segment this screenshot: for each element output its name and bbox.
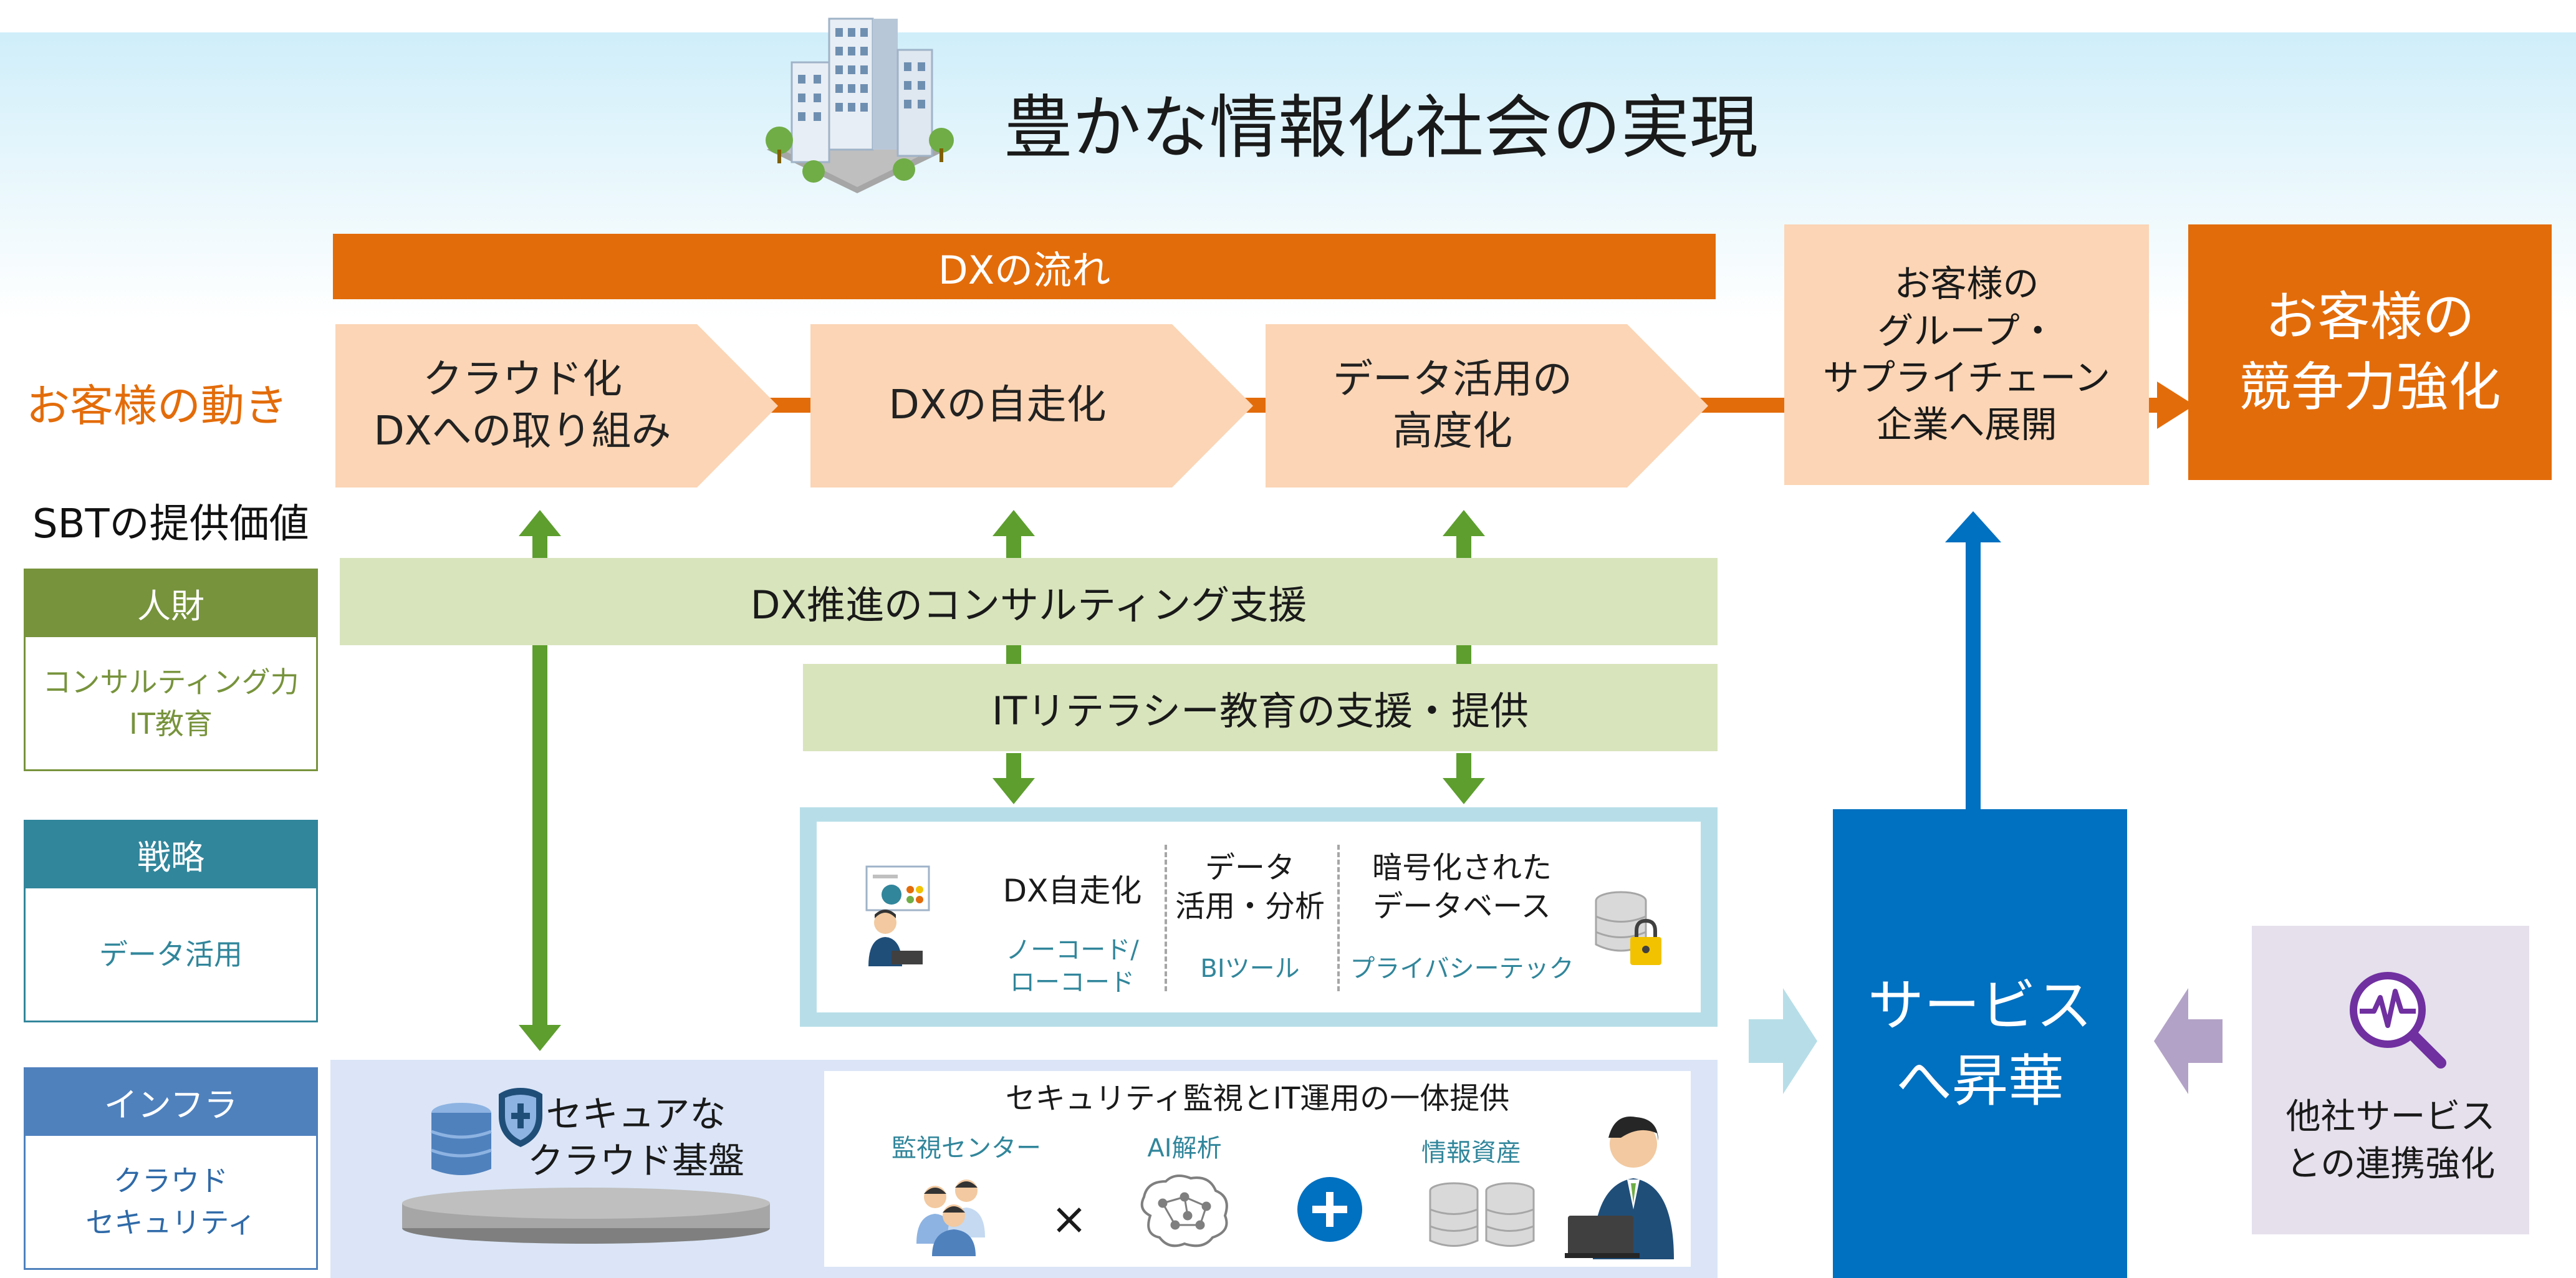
step-cloud-line1: クラウド化 <box>423 356 622 403</box>
divider <box>1337 845 1340 991</box>
tool-data-sub: BIツール <box>1200 954 1300 983</box>
tool-db-title: 暗号化された データベース <box>1343 847 1580 928</box>
step-self-driving-line1: DXの自走化 <box>888 382 1107 429</box>
blue-up-arrow <box>1945 511 2001 810</box>
group-line4: 企業へ展開 <box>1876 403 2057 446</box>
secure-cloud-label: セキュアな クラウド基盤 <box>511 1088 761 1188</box>
group-line1: お客様の <box>1894 262 2039 305</box>
data-assets-icon <box>1429 1182 1535 1247</box>
step-cloud: クラウド化 DXへの取り組み <box>335 324 709 488</box>
monitor-label: 監視センター <box>892 1134 1041 1163</box>
step-self-driving: DXの自走化 <box>810 324 1185 488</box>
cloud-line2: クラウド基盤 <box>527 1140 744 1182</box>
analysis-magnifier-icon <box>2350 972 2446 1069</box>
infra-line1: クラウド <box>113 1164 228 1198</box>
category-strategy-body: データ活用 <box>24 888 318 1022</box>
strategy-line1: データ活用 <box>99 937 243 971</box>
encrypted-database-icon <box>1595 891 1661 965</box>
talent-line1: コンサルティング力 <box>42 665 299 699</box>
step-chevron-shape <box>810 324 1253 488</box>
cloud-line1: セキュアな <box>545 1092 726 1135</box>
step-data-line2: 高度化 <box>1393 408 1512 454</box>
flow-arrowhead-icon <box>2157 382 2194 429</box>
partner-line1: 他社サービス <box>2285 1097 2496 1138</box>
times-symbol: × <box>1050 1193 1088 1244</box>
tool-dx-title: DX自走化 <box>1002 873 1142 909</box>
consulting-support-bar: DX推進のコンサルティング支援 <box>340 558 1718 645</box>
service-line1: サービス <box>1868 973 2092 1039</box>
page-title: 豊かな情報化社会の実現 <box>1004 88 1758 168</box>
step-chevron-shape <box>1266 324 1708 488</box>
infra-line2: セキュリティ <box>85 1206 256 1239</box>
category-talent-body: コンサルティング力 IT教育 <box>24 637 318 771</box>
category-strategy-header: 戦略 <box>24 820 318 888</box>
tool-db-line2: データベース <box>1373 889 1551 924</box>
secure-cloud-icon <box>402 1088 770 1244</box>
service-box: サービス へ昇華 <box>1833 809 2127 1278</box>
monitoring-center-icon <box>916 1180 985 1256</box>
ai-label: AI解析 <box>1147 1134 1222 1163</box>
group-line3: サプライチェーン <box>1822 357 2111 399</box>
assets-label: 情報資産 <box>1421 1138 1521 1167</box>
tool-dx-sub2: ローコード <box>1010 968 1135 997</box>
lavender-arrow <box>2154 988 2223 1094</box>
result-line1: お客様の <box>2265 286 2475 347</box>
category-infra-body: クラウド セキュリティ <box>24 1136 318 1270</box>
step-data-advanced: データ活用の 高度化 <box>1266 324 1640 488</box>
competitiveness-box: お客様の 競争力強化 <box>2188 224 2552 480</box>
group-line2: グループ・ <box>1877 309 2056 352</box>
ops-title: セキュリティ監視とIT運用の一体提供 <box>1005 1081 1510 1116</box>
tool-data-line2: 活用・分析 <box>1175 889 1325 924</box>
dx-flow-bar: DXの流れ <box>333 234 1716 299</box>
partner-line2: との連携強化 <box>2285 1144 2496 1184</box>
plus-icon <box>1297 1177 1362 1242</box>
tool-data-title: データ 活用・分析 <box>1172 847 1328 928</box>
step-cloud-line2: DXへの取り組み <box>373 408 671 454</box>
tool-db-sub: プライバシーテック <box>1350 954 1574 983</box>
step-chevron-shape <box>335 324 778 488</box>
category-talent-header: 人財 <box>24 569 318 637</box>
city-buildings-icon <box>766 17 954 193</box>
group-expansion-box: お客様の グループ・ サプライチェーン 企業へ展開 <box>1784 224 2149 485</box>
talent-line2: IT教育 <box>129 707 213 741</box>
tool-db-line1: 暗号化された <box>1372 850 1552 885</box>
tool-data-line1: データ <box>1204 850 1295 885</box>
customer-movement-label: お客様の動き <box>26 380 288 431</box>
category-infra-header: インフラ <box>24 1067 318 1136</box>
light-blue-arrow <box>1749 988 1817 1094</box>
divider <box>1165 845 1167 991</box>
result-line2: 競争力強化 <box>2239 357 2501 418</box>
step-data-line1: データ活用の <box>1333 356 1572 403</box>
tools-panel <box>817 822 1701 1012</box>
presenter-icon <box>865 865 930 966</box>
sbt-value-heading: SBTの提供価値 <box>32 501 309 547</box>
tool-dx-sub: ノーコード/ ローコード <box>994 935 1150 997</box>
ai-brain-icon <box>1140 1175 1228 1247</box>
partner-label: 他社サービス との連携強化 <box>2252 1091 2529 1191</box>
operator-icon <box>1565 1116 1674 1259</box>
tool-dx-sub1: ノーコード/ <box>1006 936 1139 964</box>
literacy-support-bar: ITリテラシー教育の支援・提供 <box>803 664 1718 751</box>
service-line2: へ昇華 <box>1896 1049 2064 1114</box>
